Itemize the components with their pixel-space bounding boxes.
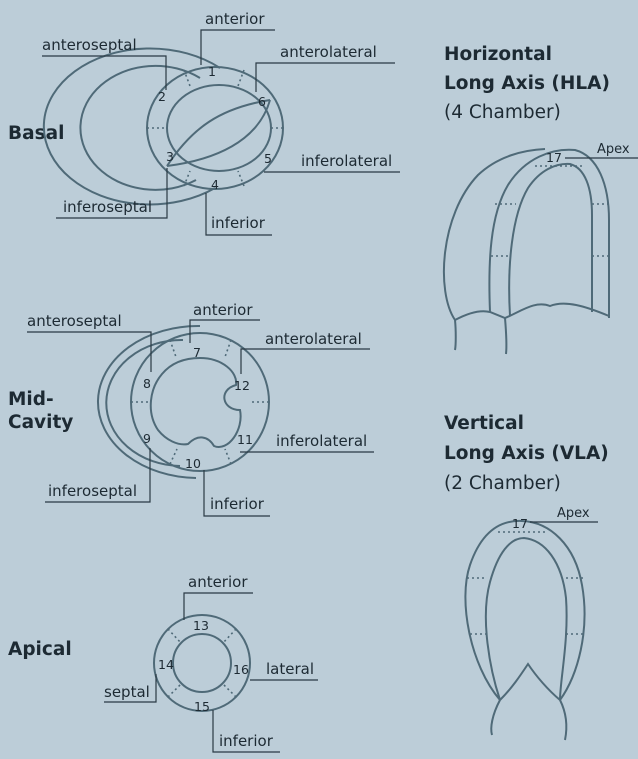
mid-div-b (225, 340, 231, 357)
mid-heading-line1: Mid- (8, 389, 54, 410)
seg-2: 2 (158, 89, 166, 104)
mid-anterolateral-label: anterolateral (265, 330, 362, 348)
seg-4: 4 (211, 177, 219, 192)
apical-div-c (223, 684, 236, 697)
vla-group: Vertical Long Axis (VLA) (2 Chamber) 17 … (444, 413, 609, 740)
hla-apex-label: Apex (597, 142, 630, 157)
vla-title-line2: Long Axis (VLA) (444, 443, 609, 464)
vla-title-line1: Vertical (444, 413, 524, 434)
seg-3: 3 (166, 149, 174, 164)
seg-14: 14 (158, 657, 174, 672)
vla-base (500, 664, 560, 700)
basal-group: Basal 1 2 3 4 5 6 anterior anteroseptal … (8, 10, 400, 235)
vla-inner (486, 538, 567, 700)
mid-inferolateral-label: inferolateral (276, 432, 367, 450)
apical-septal-label: septal (104, 683, 150, 701)
mid-heading-line2: Cavity (8, 412, 73, 433)
seg-8: 8 (143, 376, 151, 391)
basal-anterolateral-label: anterolateral (280, 43, 377, 61)
apical-div-a (168, 629, 181, 643)
seg-7: 7 (193, 345, 201, 360)
mid-anteroseptal-label: anteroseptal (27, 312, 122, 330)
apical-inferior-label: inferior (219, 732, 274, 750)
mid-inferoseptal-label: inferoseptal (48, 482, 137, 500)
basal-anteroseptal-label: anteroseptal (42, 36, 137, 54)
seg-13: 13 (193, 618, 209, 633)
apical-anterior-label: anterior (188, 573, 248, 591)
seg-6: 6 (258, 94, 266, 109)
seg-16: 16 (233, 662, 249, 677)
apical-div-d (168, 684, 181, 697)
hla-stem (505, 318, 506, 354)
mid-anterior-leader (190, 320, 260, 343)
basal-heading: Basal (8, 123, 64, 144)
basal-anterior-leader (201, 30, 275, 65)
mid-div-d (225, 449, 231, 464)
basal-anterolateral-leader (256, 63, 395, 92)
vla-seg-17: 17 (512, 516, 528, 531)
hla-title-line1: Horizontal (444, 44, 552, 65)
seg-12: 12 (234, 378, 250, 393)
seg-9: 9 (143, 431, 151, 446)
mid-anterior-label: anterior (193, 301, 253, 319)
seg-11: 11 (237, 432, 253, 447)
mid-group: Mid- Cavity 7 8 9 10 11 12 anterior ante… (8, 301, 374, 516)
seg-15: 15 (194, 699, 210, 714)
seg-10: 10 (185, 456, 201, 471)
apical-heading: Apical (8, 639, 72, 660)
hla-lv-inner (509, 164, 592, 316)
mid-anteroseptal-leader (27, 332, 151, 372)
hla-group: Horizontal Long Axis (HLA) (4 Chamber) 1… (444, 44, 638, 354)
mid-inferior-label: inferior (210, 495, 265, 513)
apical-inner (173, 634, 231, 692)
seg-1: 1 (208, 64, 216, 79)
hla-title-line2: Long Axis (HLA) (444, 73, 610, 94)
hla-rv-outer (444, 149, 545, 320)
mid-div-e (170, 449, 177, 464)
vla-tail-left (491, 700, 500, 735)
seg-5: 5 (264, 151, 272, 166)
hla-seg-17: 17 (546, 150, 562, 165)
hla-rv-tail (455, 320, 456, 350)
basal-anterior-label: anterior (205, 10, 265, 28)
basal-valve-upper (167, 100, 270, 166)
basal-rv-inner (80, 66, 200, 190)
hla-subtitle: (4 Chamber) (444, 102, 561, 123)
hla-base (455, 304, 609, 320)
apical-group: Apical 13 14 15 16 anterior septal later… (8, 573, 318, 752)
vla-tail-right (560, 700, 566, 740)
apical-div-b (223, 629, 236, 643)
vla-subtitle: (2 Chamber) (444, 473, 561, 494)
mid-div-a (170, 340, 176, 357)
vla-apex-label: Apex (557, 506, 590, 521)
basal-valve-lower (167, 100, 270, 166)
apical-lateral-label: lateral (266, 660, 314, 678)
mid-lv-inner (151, 358, 241, 447)
basal-inferoseptal-label: inferoseptal (63, 198, 152, 216)
basal-inferolateral-label: inferolateral (301, 152, 392, 170)
basal-inferior-label: inferior (211, 214, 266, 232)
